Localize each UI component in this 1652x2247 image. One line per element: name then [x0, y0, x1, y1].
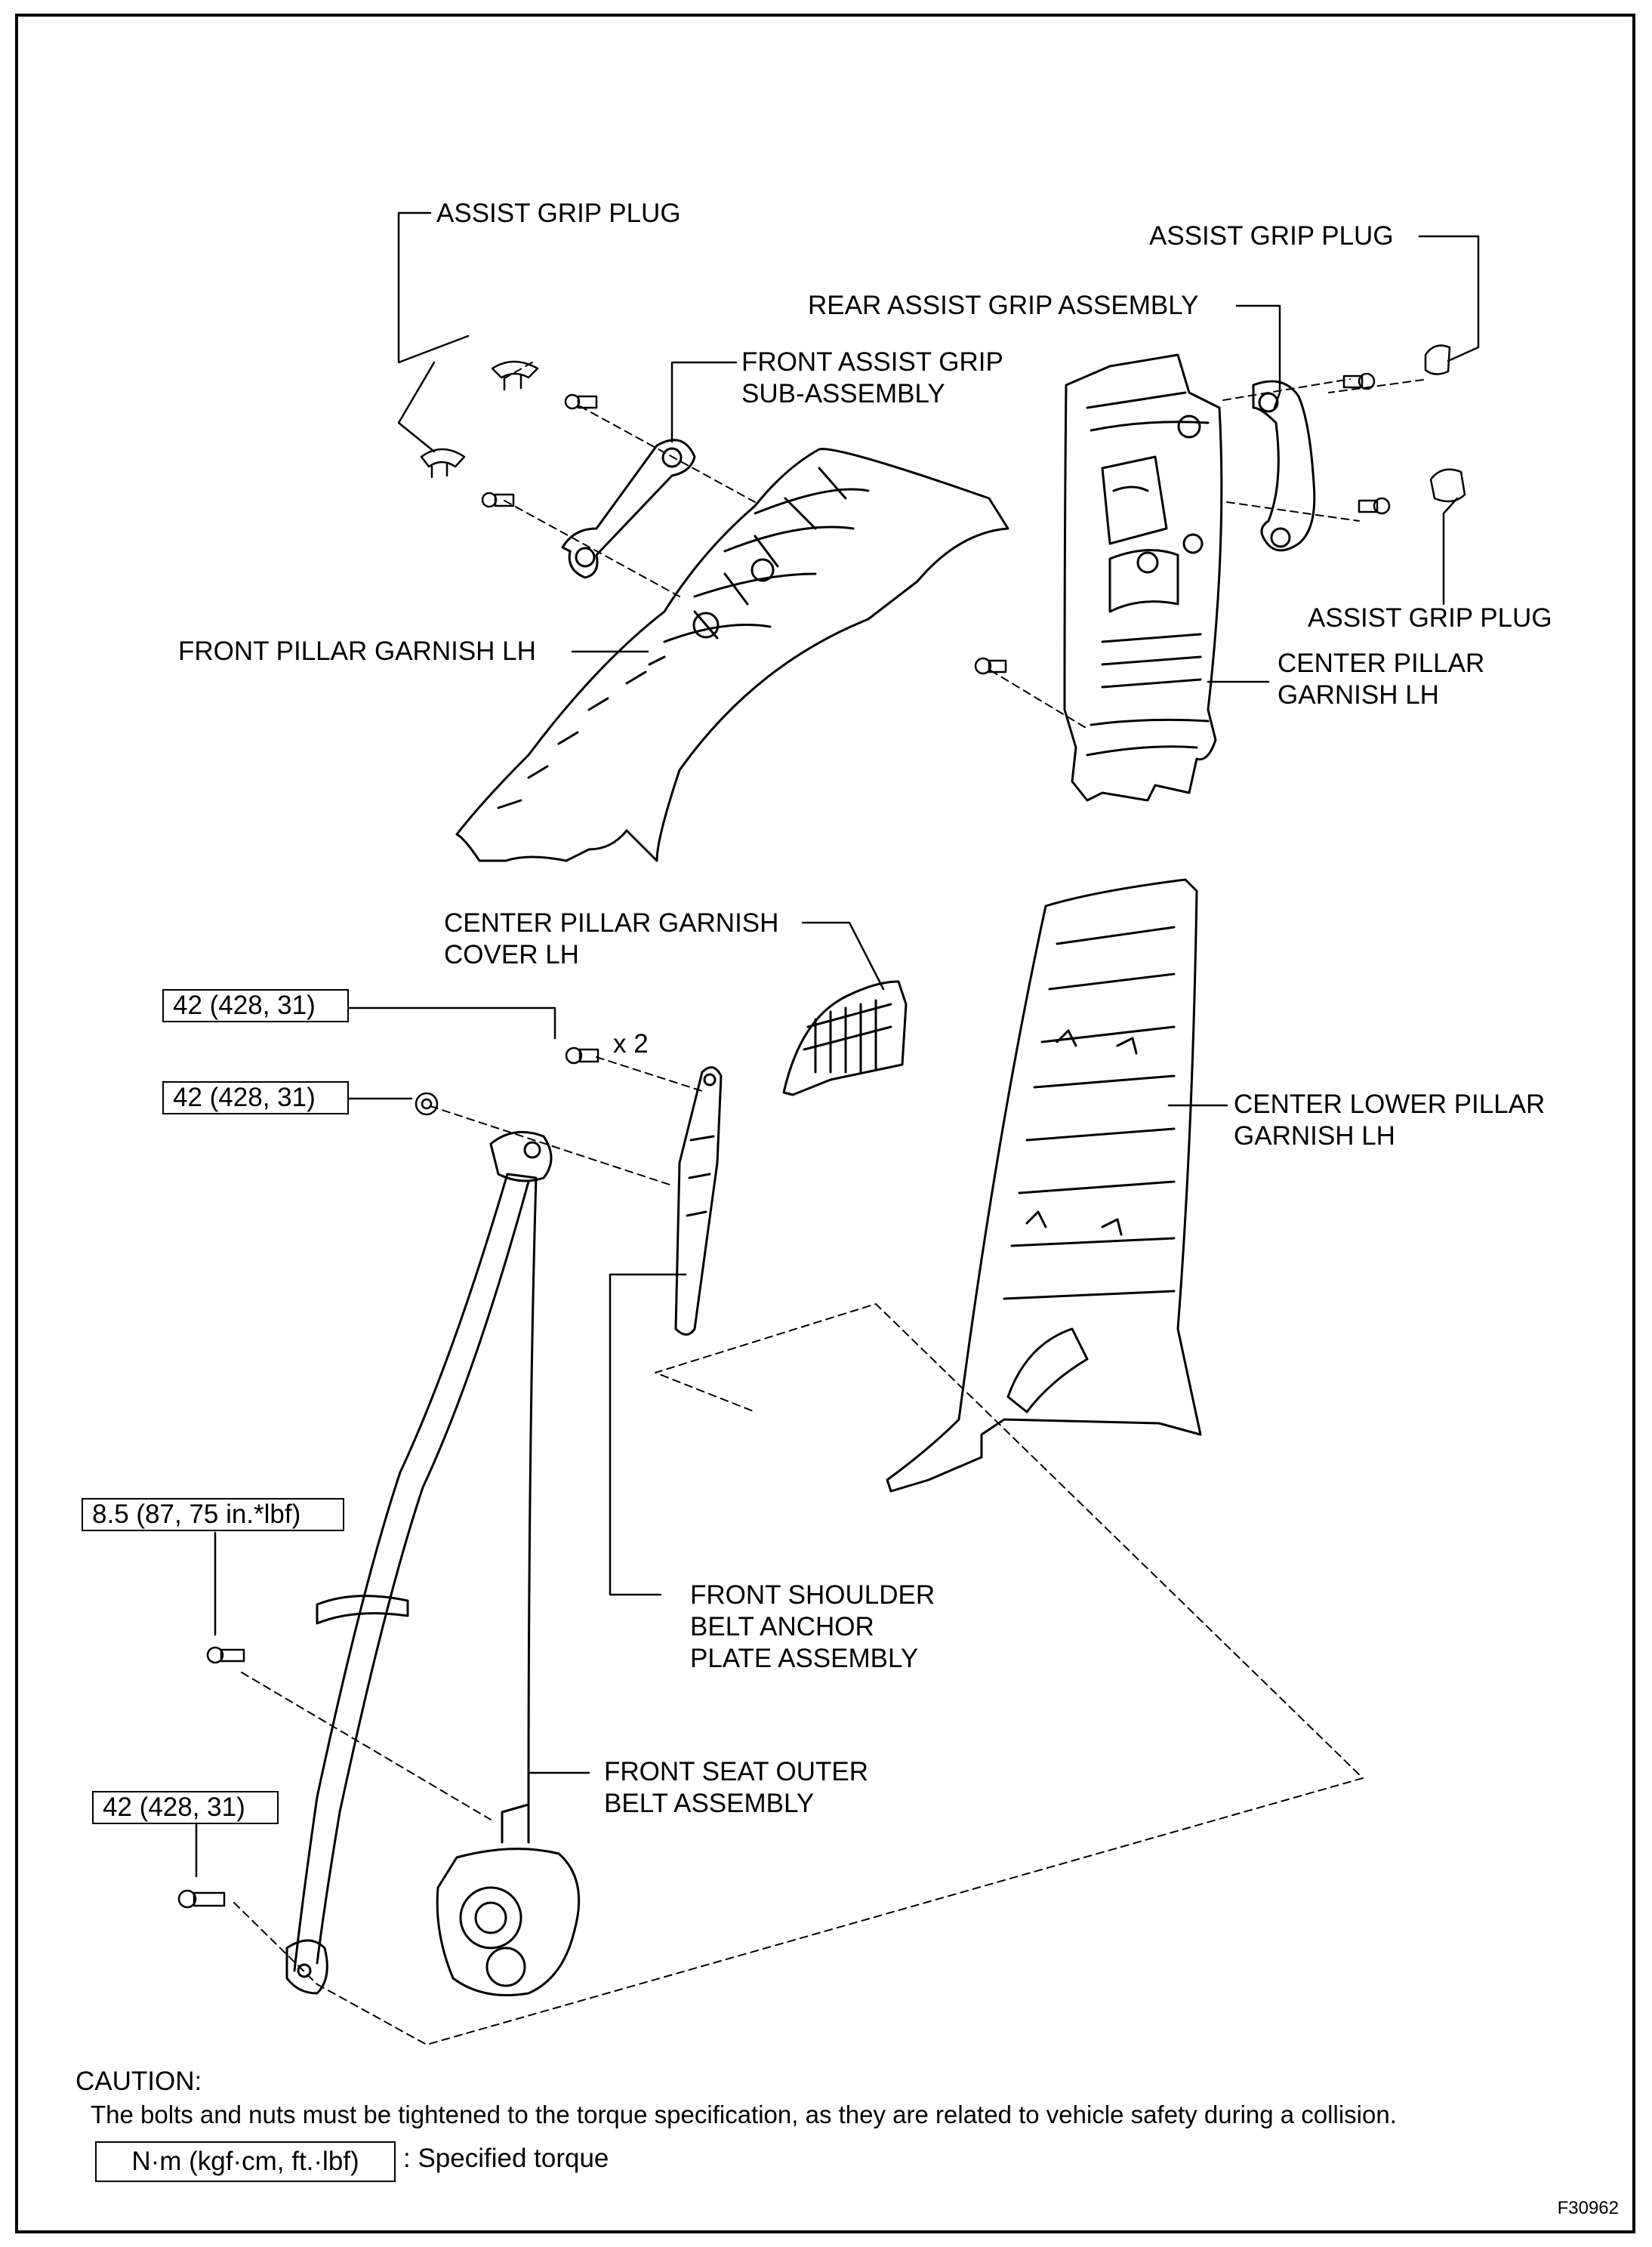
label-front-assist-grip-1: FRONT ASSIST GRIP	[741, 347, 1003, 377]
bolt-front-grip-upper	[564, 393, 598, 410]
label-shoulder-anchor-1: FRONT SHOULDER	[690, 1580, 935, 1610]
front-pillar-garnish	[455, 448, 1009, 862]
label-assist-grip-plug-left: ASSIST GRIP PLUG	[436, 199, 681, 228]
center-pillar-garnish-cover	[782, 980, 908, 1096]
label-shoulder-anchor-2: BELT ANCHOR	[690, 1612, 874, 1641]
torque-box-retractor-bolt: 8.5 (87, 75 in.*lbf)	[82, 1498, 344, 1531]
front-seat-outer-belt	[285, 1130, 581, 1996]
figure-id: F30962	[1557, 2198, 1619, 2218]
label-center-pillar-garnish-1: CENTER PILLAR	[1278, 649, 1485, 678]
assist-grip-plug-right-lower	[1429, 468, 1466, 503]
caution-text: The bolts and nuts must be tightened to …	[91, 2101, 1397, 2128]
front-assist-grip	[561, 439, 696, 579]
bolt-rear-grip-upper	[1342, 372, 1376, 390]
caution-title: CAUTION:	[76, 2067, 202, 2096]
bolt-rear-grip-lower	[1358, 497, 1391, 515]
diagram-frame	[15, 14, 1635, 2233]
anchor-nut	[415, 1092, 439, 1116]
assist-grip-plug-left-lower	[420, 448, 466, 479]
label-seat-belt-1: FRONT SEAT OUTER	[604, 1757, 869, 1786]
label-center-lower-pillar-1: CENTER LOWER PILLAR	[1234, 1090, 1546, 1119]
center-lower-pillar-garnish	[886, 878, 1202, 1493]
dashed-alignment-lines	[233, 362, 1424, 2045]
label-quantity-x2: x 2	[613, 1029, 649, 1059]
label-assist-grip-plug-right-bottom: ASSIST GRIP PLUG	[1308, 603, 1552, 633]
rear-assist-grip	[1252, 380, 1316, 552]
retractor-bolt	[206, 1646, 245, 1664]
torque-box-anchor-bolt: 42 (428, 31)	[162, 989, 349, 1022]
torque-box-anchor-nut: 42 (428, 31)	[162, 1081, 349, 1114]
center-pillar-garnish	[1063, 353, 1223, 802]
shoulder-belt-anchor-plate	[674, 1066, 723, 1336]
label-front-pillar-garnish: FRONT PILLAR GARNISH LH	[178, 636, 536, 666]
assist-grip-plug-right-upper	[1424, 344, 1451, 375]
label-shoulder-anchor-3: PLATE ASSEMBLY	[690, 1644, 919, 1673]
torque-legend-text: : Specified torque	[403, 2144, 609, 2173]
label-assist-grip-plug-right-top: ASSIST GRIP PLUG	[1149, 221, 1394, 251]
center-pillar-bolt	[974, 657, 1007, 675]
label-center-pillar-cover-1: CENTER PILLAR GARNISH	[444, 908, 779, 938]
torque-box-floor-anchor-bolt: 42 (428, 31)	[92, 1791, 279, 1824]
label-rear-assist-grip-assembly: REAR ASSIST GRIP ASSEMBLY	[808, 291, 1199, 320]
label-center-pillar-garnish-2: GARNISH LH	[1278, 680, 1439, 710]
bolt-front-grip-lower	[481, 492, 515, 508]
anchor-bolt	[565, 1046, 599, 1065]
label-front-assist-grip-2: SUB-ASSEMBLY	[741, 379, 945, 408]
assist-grip-plug-left-upper	[491, 360, 539, 391]
label-center-lower-pillar-2: GARNISH LH	[1234, 1121, 1395, 1151]
label-center-pillar-cover-2: COVER LH	[444, 940, 579, 969]
torque-legend-box: N·m (kgf·cm, ft.·lbf)	[95, 2141, 396, 2182]
floor-anchor-bolt	[177, 1889, 226, 1909]
label-seat-belt-2: BELT ASSEMBLY	[604, 1789, 815, 1818]
